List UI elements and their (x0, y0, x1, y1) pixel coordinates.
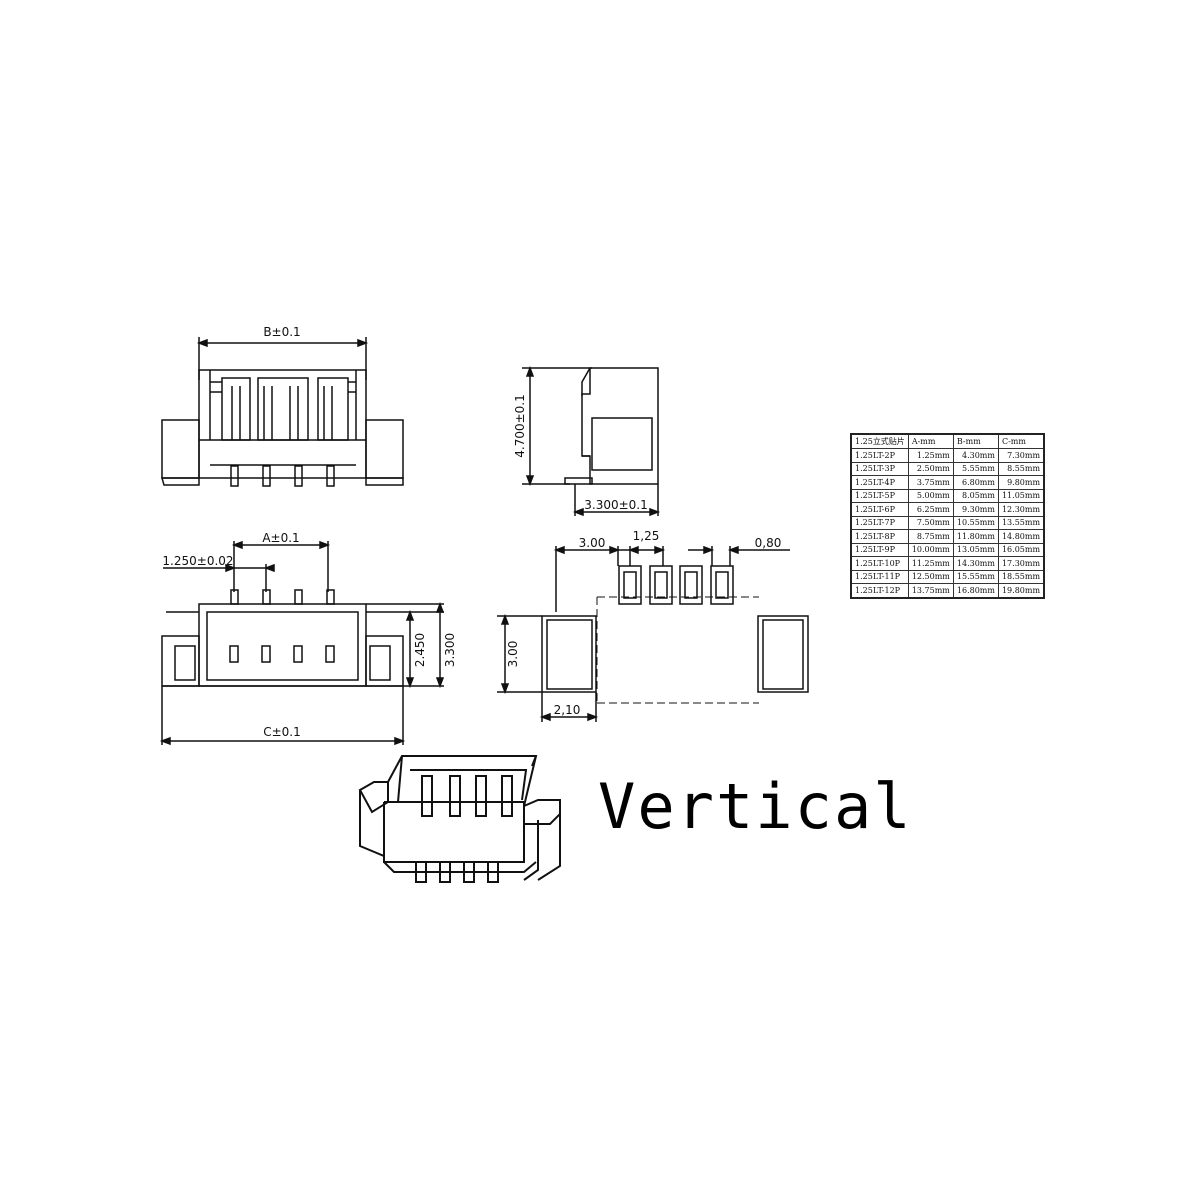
pad-height-label: 3.00 (506, 641, 520, 668)
table-header-row: 1.25立式贴片 A-mm B-mm C-mm (850, 433, 1045, 449)
table-cell: 8.75mm (907, 529, 954, 544)
table-cell: 11.25mm (907, 556, 954, 571)
table-cell: 1.25LT-8P (850, 529, 909, 544)
table-cell: 3.75mm (907, 475, 954, 490)
h2-dim-label: 3.300 (443, 633, 457, 667)
isometric-view (358, 755, 561, 883)
table-cell: 16.05mm (997, 542, 1045, 557)
pad-width-label: 0,80 (755, 536, 782, 550)
table-cell: 15.55mm (952, 569, 999, 584)
table-cell: 11.05mm (997, 488, 1045, 503)
table-cell: 8.55mm (997, 461, 1045, 476)
c-dim-label: C±0.1 (263, 725, 301, 739)
pitch-dim-label: 1.250±0.02 (162, 554, 233, 568)
table-cell: 18.55mm (997, 569, 1045, 584)
table-cell: 9.30mm (952, 502, 999, 517)
caption-vertical: Vertical (598, 770, 913, 843)
table-cell: 9.80mm (997, 475, 1045, 490)
h1-dim-label: 2.450 (413, 633, 427, 667)
table-cell: 12.50mm (907, 569, 954, 584)
table-cell: 1.25LT-4P (850, 475, 909, 490)
table-cell: 10.00mm (907, 542, 954, 557)
table-cell: 13.55mm (997, 515, 1045, 530)
table-cell: 16.80mm (952, 583, 999, 598)
table-cell: 1.25LT-7P (850, 515, 909, 530)
table-cell: 7.50mm (907, 515, 954, 530)
a-dim-label: A±0.1 (262, 531, 299, 545)
table-cell: 7.30mm (997, 448, 1045, 463)
table-cell: 1.25LT-5P (850, 488, 909, 503)
table-cell: 10.55mm (952, 515, 999, 530)
pad-depth-label: 2,10 (554, 703, 581, 717)
table-cell: 1.25LT-6P (850, 502, 909, 517)
table-cell: 17.30mm (997, 556, 1045, 571)
table-cell: 6.80mm (952, 475, 999, 490)
b-dim-label: B±0.1 (263, 325, 300, 339)
table-cell: 6.25mm (907, 502, 954, 517)
top-view: B±0.1 (161, 325, 404, 487)
table-cell: 1.25LT-2P (850, 448, 909, 463)
front-view: A±0.1 1.250±0.02 2.450 3.300 (159, 531, 457, 746)
table-cell: 5.55mm (952, 461, 999, 476)
table-header-model: 1.25立式贴片 (850, 433, 909, 449)
table-cell: 1.25LT-10P (850, 556, 909, 571)
table-cell: 14.80mm (997, 529, 1045, 544)
table-cell: 4.30mm (952, 448, 999, 463)
table-cell: 19.80mm (997, 583, 1045, 598)
table-cell: 5.00mm (907, 488, 954, 503)
depth-dim-label: 3.300±0.1 (584, 498, 648, 512)
table-header-c: C-mm (997, 433, 1045, 449)
table-cell: 8.05mm (952, 488, 999, 503)
table-header-b: B-mm (952, 433, 999, 449)
table-cell: 1.25LT-12P (850, 583, 909, 598)
table-cell: 1.25LT-3P (850, 461, 909, 476)
table-cell: 13.75mm (907, 583, 954, 598)
height-dim-label: 4.700±0.1 (513, 394, 527, 458)
table-cell: 14.30mm (952, 556, 999, 571)
table-cell: 2.50mm (907, 461, 954, 476)
pcb-footprint: 3.00 1,25 0,80 3.00 (497, 529, 809, 722)
table-cell: 12.30mm (997, 502, 1045, 517)
pad-pitch-label: 1,25 (633, 529, 660, 543)
table-header-a: A-mm (907, 433, 954, 449)
table-cell: 1.25mm (907, 448, 954, 463)
table-cell: 13.05mm (952, 542, 999, 557)
table-cell: 1.25LT-9P (850, 542, 909, 557)
table-cell: 11.80mm (952, 529, 999, 544)
table-cell: 1.25LT-11P (850, 569, 909, 584)
pad-offset-label: 3.00 (579, 536, 606, 550)
side-view: 4.700±0.1 3.300±0.1 (513, 365, 661, 517)
